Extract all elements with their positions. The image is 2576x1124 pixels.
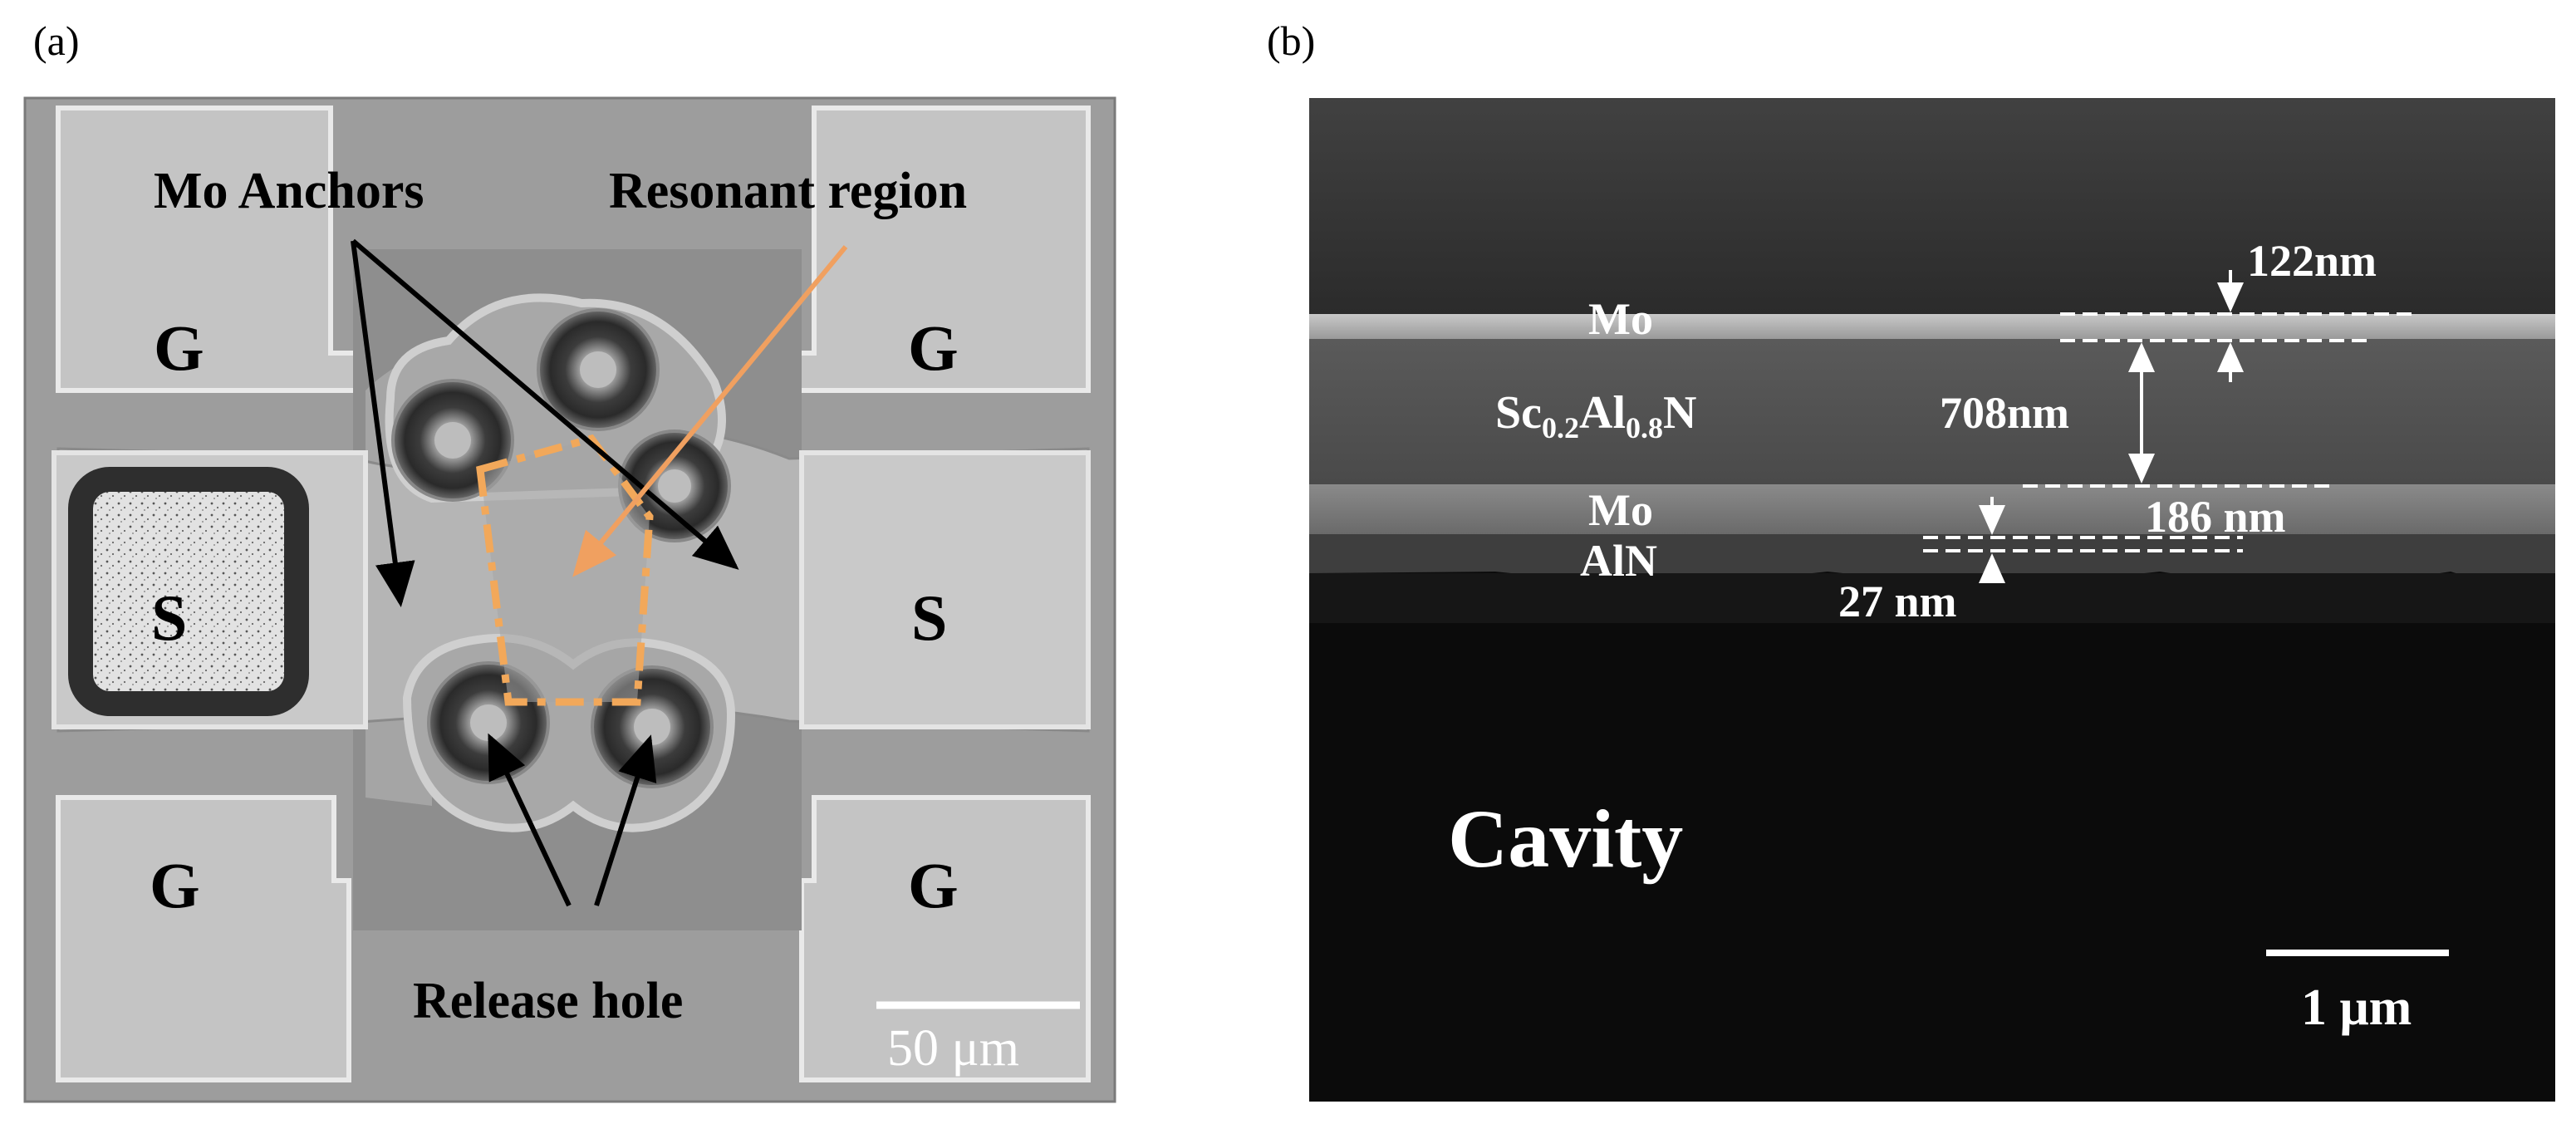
scale-bar-b-label: 1 μm: [2301, 979, 2412, 1036]
release-hole-arrow-left: [488, 733, 572, 907]
ground-label-bottom-left: G: [150, 849, 200, 921]
thickness-top-mo: 122nm: [2247, 236, 2377, 286]
resonant-region-label: Resonant region: [609, 163, 967, 219]
top-mo-layer: [1309, 314, 2555, 339]
mo-anchor-arrow-right: [351, 238, 739, 570]
ground-pad-top-left: [56, 106, 368, 393]
panel-a: (a): [23, 17, 1116, 1103]
cavity-label: Cavity: [1448, 793, 1683, 885]
mo-anchors-label: Mo Anchors: [154, 163, 424, 219]
release-hole-label: Release hole: [413, 973, 683, 1029]
release-hole-2: [537, 308, 660, 431]
ground-label-top-right: G: [908, 312, 959, 384]
resonant-region-outline: [476, 434, 654, 706]
ground-pad-bottom-left: [56, 795, 351, 1082]
aln-layer: [1309, 534, 2555, 580]
panel-b-tag: (b): [1267, 17, 1315, 64]
panel-a-tag: (a): [33, 17, 80, 64]
scale-bar-a-label: 50 μm: [887, 1020, 1019, 1077]
signal-label-right: S: [911, 582, 947, 654]
aln-label: AlN: [1580, 536, 1657, 586]
bottom-mo-label: Mo: [1588, 485, 1653, 535]
ground-label-bottom-right: G: [908, 849, 959, 921]
thickness-bottom-mo: 186 nm: [2145, 492, 2286, 542]
mo-anchor-arrow-left: [351, 240, 415, 607]
thickness-aln: 27 nm: [1838, 577, 1957, 626]
top-mo-label: Mo: [1588, 294, 1653, 344]
release-hole-arrow-right: [594, 734, 657, 906]
thickness-scaln: 708nm: [1940, 388, 2069, 438]
scaln-label: Sc0.2Al0.8N: [1495, 387, 1696, 444]
resonant-region-arrow: [572, 245, 848, 577]
signal-label-left: S: [151, 582, 187, 654]
signal-pad-right: [799, 450, 1091, 729]
panel-b: (b) Mo Sc0.2Al0.8N Mo AlN 122nm 708nm: [1267, 17, 2555, 1102]
bottom-mo-layer: [1309, 484, 2555, 534]
ground-label-top-left: G: [154, 312, 204, 384]
scaln-layer: [1309, 339, 2555, 484]
signal-pad-left: [52, 450, 368, 729]
